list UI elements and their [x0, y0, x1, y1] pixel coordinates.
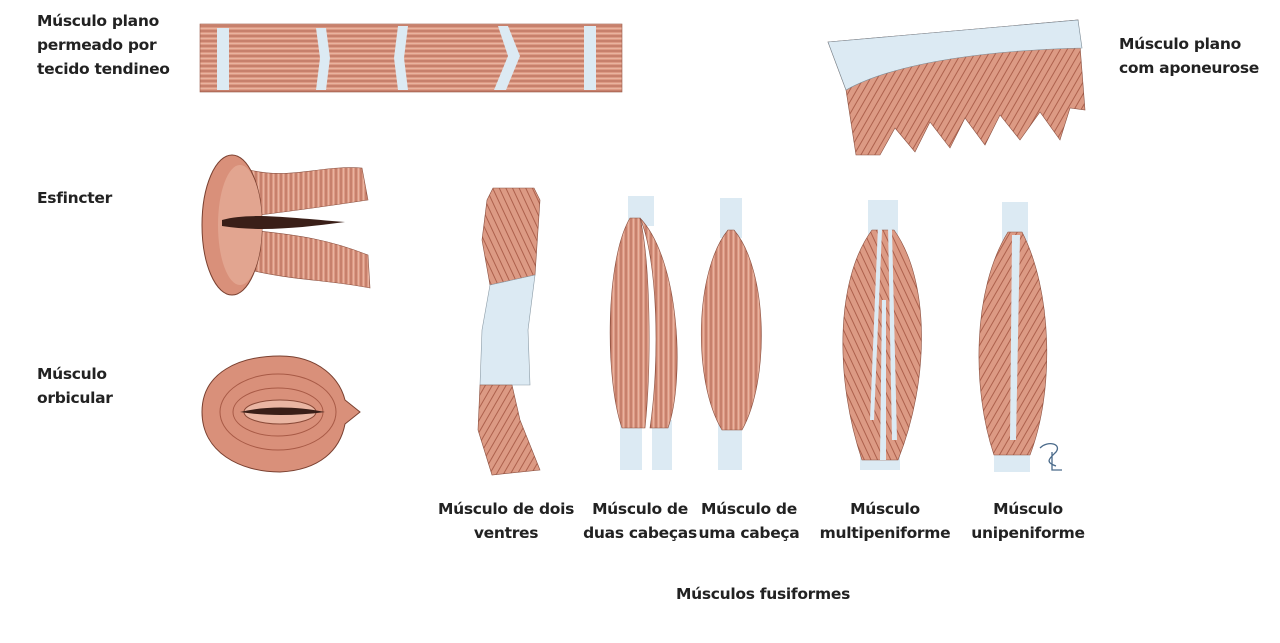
label-line: tecido tendineo — [37, 60, 170, 78]
flat-tendinous-muscle-illustration — [199, 23, 623, 93]
label-line: uma cabeça — [698, 524, 800, 542]
label-line: Músculo de — [592, 500, 688, 518]
label-line: Músculo — [850, 500, 920, 518]
label-line: Músculo — [37, 365, 107, 383]
label-line: Músculo de — [701, 500, 797, 518]
aponeurosis-muscle-illustration — [827, 19, 1086, 156]
label-multipennate-muscle: Músculo multipeniforme — [820, 497, 951, 545]
label-line: orbicular — [37, 389, 113, 407]
label-unipennate-muscle: Músculo unipeniforme — [971, 497, 1085, 545]
orbicular-muscle-illustration — [201, 355, 361, 473]
group-caption-fusiform: Músculos fusiformes — [676, 582, 850, 606]
one-head-muscle-illustration — [700, 198, 762, 470]
unipennate-muscle-illustration — [978, 202, 1048, 472]
label-two-bellies-muscle: Músculo de dois ventres — [438, 497, 574, 545]
label-sphincter: Esfincter — [37, 186, 112, 210]
label-line: com aponeurose — [1119, 59, 1260, 77]
sphincter-illustration — [201, 154, 371, 296]
label-line: Músculo plano — [37, 12, 159, 30]
two-heads-muscle-illustration — [609, 196, 678, 470]
label-line: Músculo — [993, 500, 1063, 518]
label-line: Esfincter — [37, 189, 112, 207]
two-bellies-muscle-illustration — [477, 187, 541, 476]
label-orbicular-muscle: Músculo orbicular — [37, 362, 113, 410]
label-two-heads-muscle: Músculo de duas cabeças — [583, 497, 697, 545]
multipennate-muscle-illustration — [842, 200, 922, 470]
label-line: duas cabeças — [583, 524, 697, 542]
label-aponeurosis-muscle: Músculo plano com aponeurose — [1119, 32, 1259, 80]
label-line: Músculos fusiformes — [675, 585, 851, 603]
label-line: unipeniforme — [971, 524, 1085, 542]
label-line: Músculo plano — [1119, 35, 1241, 53]
label-line: multipeniforme — [819, 524, 951, 542]
label-one-head-muscle: Músculo de uma cabeça — [699, 497, 800, 545]
label-line: permeado por — [37, 36, 157, 54]
label-flat-tendinous-muscle: Músculo plano permeado por tecido tendin… — [37, 9, 170, 81]
artist-signature — [1039, 442, 1062, 471]
label-line: ventres — [473, 524, 539, 542]
label-line: Músculo de dois — [437, 500, 575, 518]
